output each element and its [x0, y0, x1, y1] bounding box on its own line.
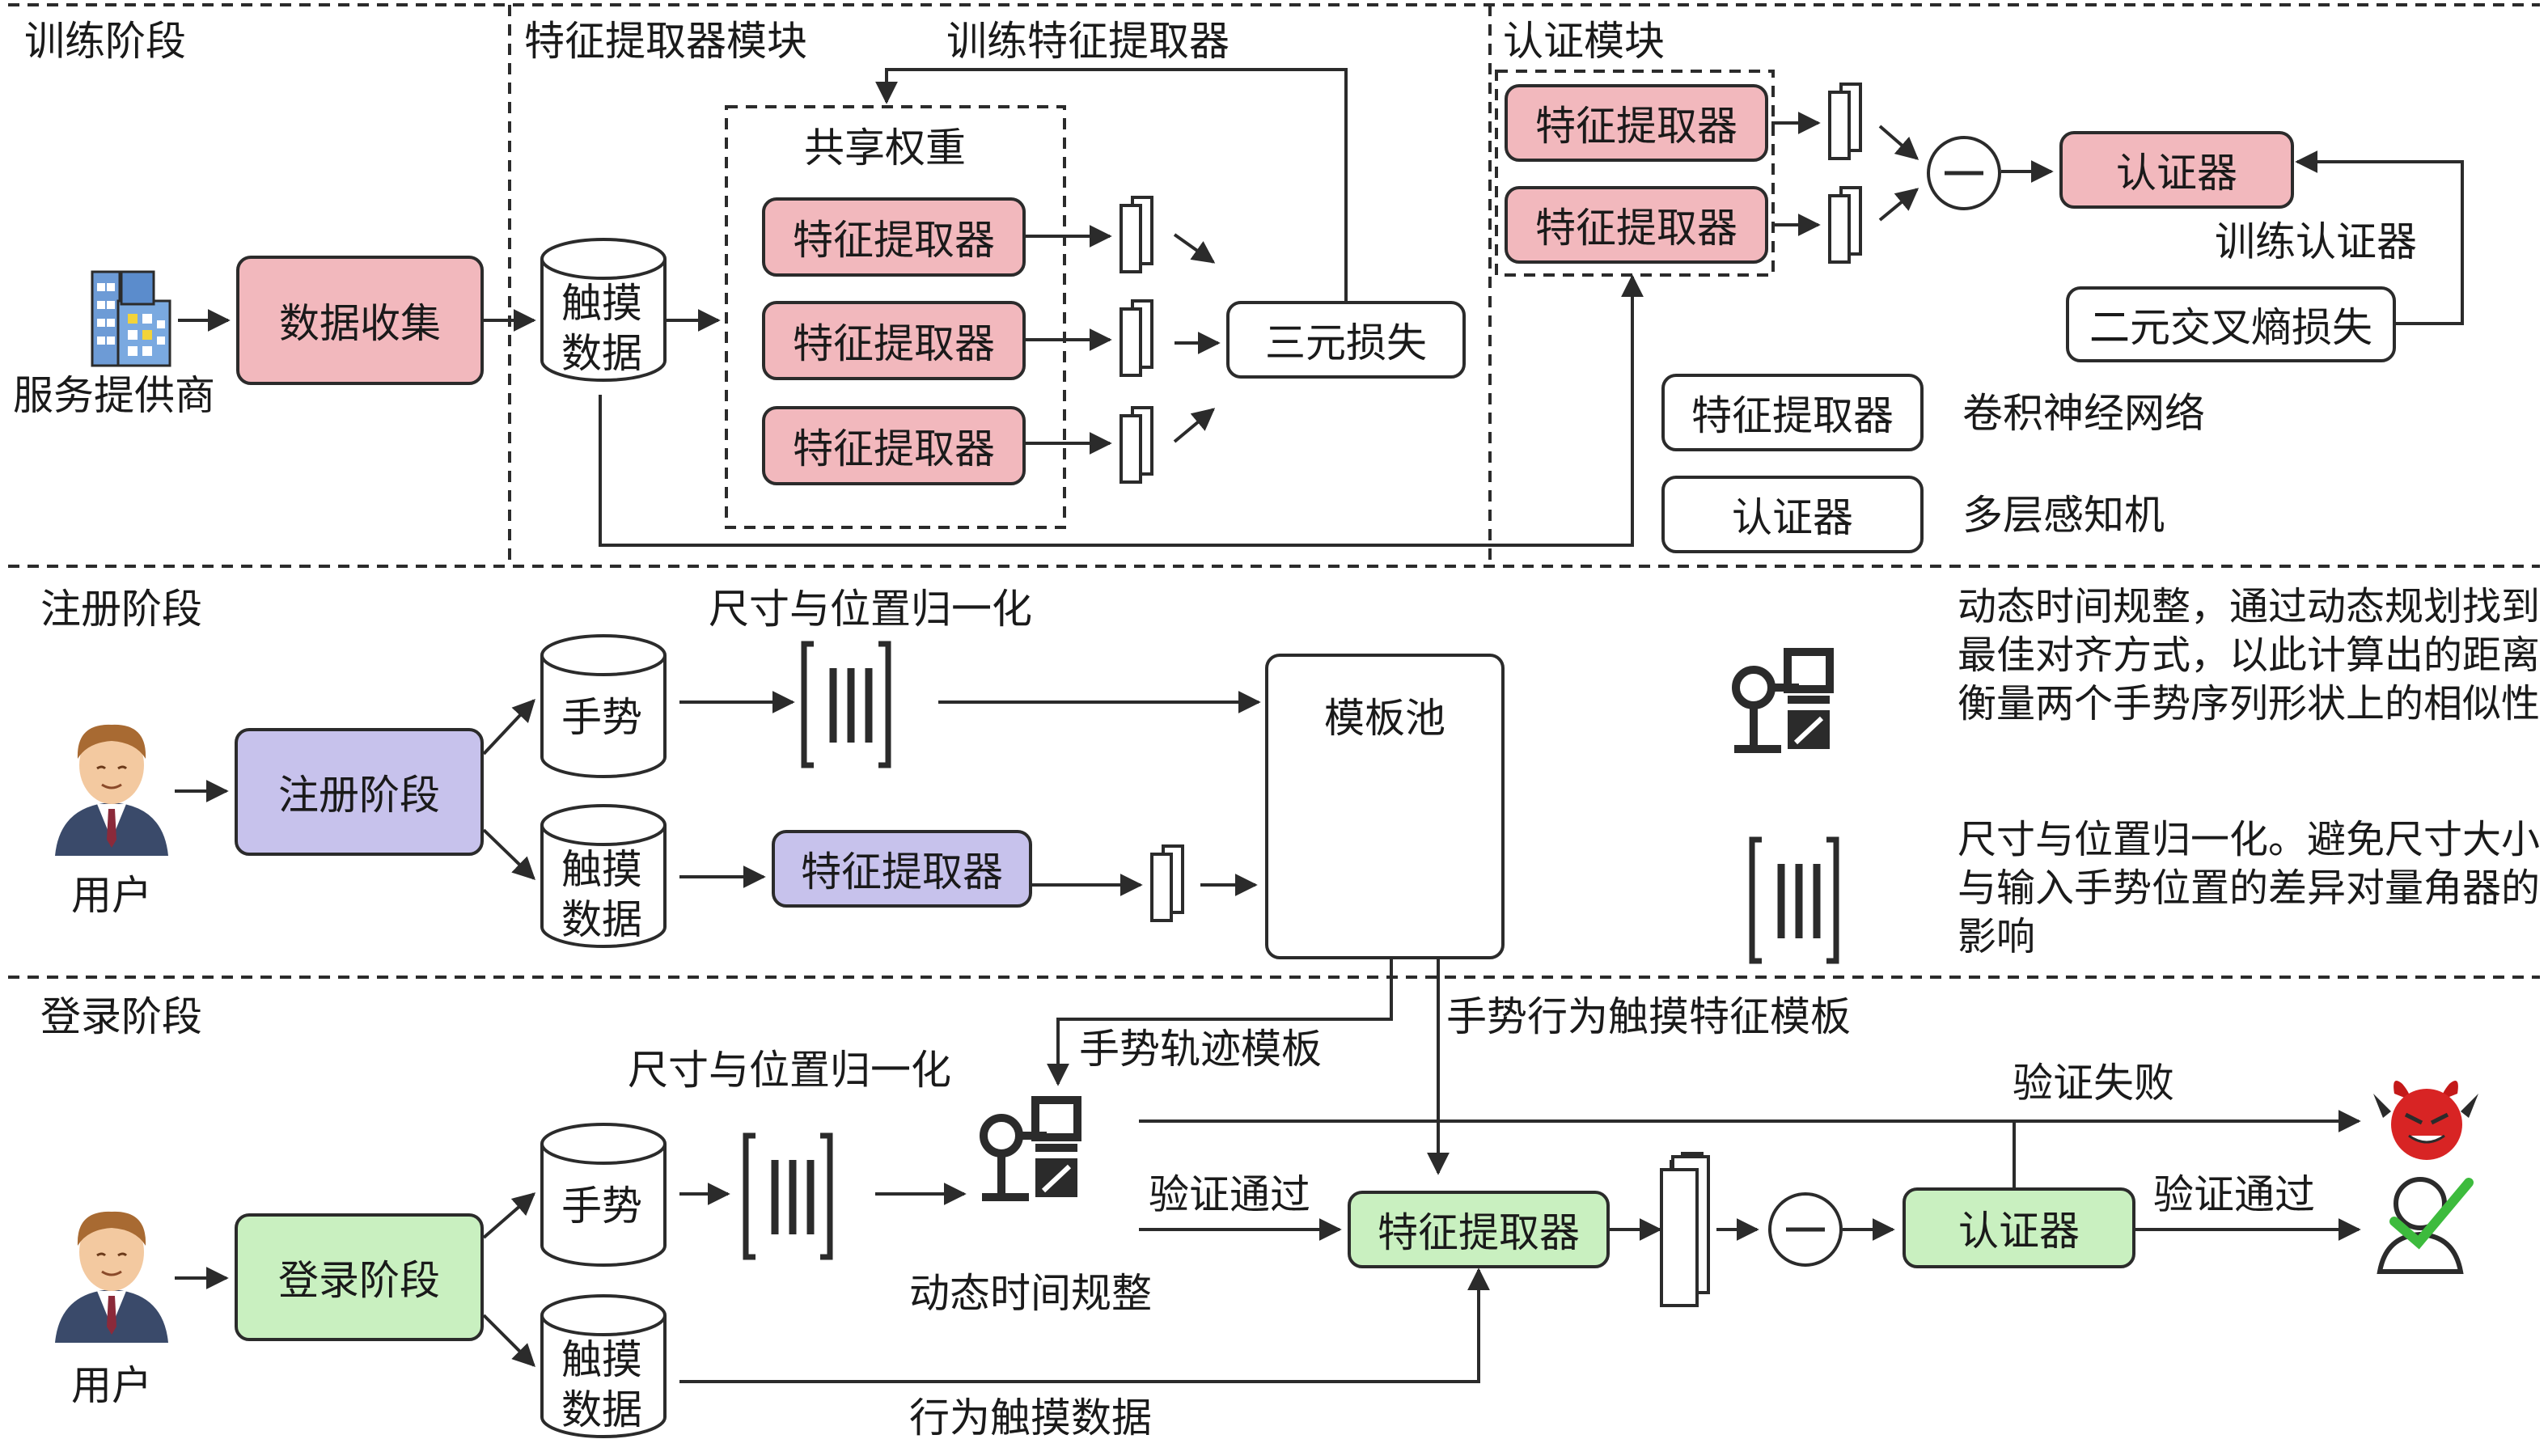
enroll-gesture-db: 手势 — [540, 634, 667, 778]
shared-weights-label: 共享权重 — [804, 125, 966, 171]
verify-pass-label-2: 验证通过 — [2153, 1171, 2315, 1218]
template-pool-label: 模板池 — [1324, 695, 1445, 742]
behavior-touch-data-label: 行为触摸数据 — [909, 1395, 1152, 1441]
enroll-feature-extractor-box: 特征提取器 — [772, 830, 1032, 908]
login-gesture-label: 手势 — [561, 1183, 642, 1230]
template-pool-box: 模板池 — [1265, 654, 1505, 959]
subtract-icon — [1927, 136, 2001, 210]
login-gesture-db: 手势 — [540, 1123, 667, 1267]
enroll-stage-box: 注册阶段 — [235, 728, 484, 856]
login-feature-extractor-box: 特征提取器 — [1348, 1191, 1610, 1268]
verified-user-icon — [2377, 1177, 2474, 1274]
auth-feature-extractor-box-1: 特征提取器 — [1505, 84, 1768, 162]
feature-extractor-box-3: 特征提取器 — [762, 406, 1026, 485]
enroll-gesture-label: 手势 — [561, 694, 642, 741]
verify-pass-label-1: 验证通过 — [1149, 1171, 1310, 1218]
verify-fail-label: 验证失败 — [2013, 1060, 2174, 1107]
login-section-label: 登录阶段 — [40, 993, 202, 1040]
user-avatar-icon — [52, 718, 171, 856]
login-authenticator-box: 认证器 — [1903, 1187, 2135, 1268]
building-icon — [91, 270, 171, 367]
legend-authenticator: 认证器 — [1661, 476, 1924, 553]
legend-dtw-desc: 动态时间规整，通过动态规划找到最佳对齐方式，以此计算出的距离衡量两个手势序列形状… — [1958, 584, 2541, 726]
data-collection-box: 数据收集 — [236, 256, 484, 385]
user-avatar-icon — [52, 1205, 171, 1343]
touch-template-label: 手势行为触摸特征模板 — [1446, 993, 1851, 1040]
triplet-loss-box: 三元损失 — [1226, 301, 1466, 379]
touch-data-db: 触摸 数据 — [540, 238, 667, 396]
provider-label: 服务提供商 — [13, 372, 215, 419]
login-touch-label: 触摸 数据 — [561, 1336, 642, 1433]
feature-module-label: 特征提取器模块 — [524, 18, 807, 65]
enroll-touch-db: 触摸 数据 — [540, 804, 667, 963]
train-auth-label: 训练认证器 — [2215, 218, 2417, 265]
feature-extractor-box-2: 特征提取器 — [762, 301, 1026, 380]
dtw-label: 动态时间规整 — [909, 1270, 1152, 1317]
enroll-touch-label: 触摸 数据 — [561, 846, 642, 943]
legend-norm-desc: 尺寸与位置归一化。避免尺寸大小与输入手势位置的差异对量角器的影响 — [1958, 817, 2541, 959]
dtw-icon — [1734, 652, 1830, 749]
bce-loss-box: 二元交叉熵损失 — [2066, 286, 2396, 362]
enroll-user-label: 用户 — [71, 872, 152, 919]
legend-feature-extractor: 特征提取器 — [1661, 374, 1924, 451]
feature-extractor-box-1: 特征提取器 — [762, 197, 1026, 277]
normalize-icon — [1752, 840, 1836, 961]
enroll-norm-label: 尺寸与位置归一化 — [709, 586, 1032, 633]
login-norm-label: 尺寸与位置归一化 — [628, 1047, 951, 1094]
auth-module-label: 认证模块 — [1503, 18, 1665, 65]
authenticator-box: 认证器 — [2059, 131, 2294, 209]
login-touch-db: 触摸 数据 — [540, 1294, 667, 1453]
training-section-label: 训练阶段 — [24, 18, 186, 65]
touch-data-label: 触摸 数据 — [561, 280, 642, 377]
auth-feature-extractor-box-2: 特征提取器 — [1505, 186, 1768, 264]
devil-icon — [2373, 1081, 2478, 1160]
subtract-icon — [1768, 1192, 1843, 1267]
traj-template-label: 手势轨迹模板 — [1079, 1026, 1322, 1073]
legend-auth-desc: 多层感知机 — [1962, 492, 2165, 539]
legend-fe-desc: 卷积神经网络 — [1962, 390, 2205, 437]
train-feature-label: 训练特征提取器 — [946, 18, 1230, 65]
enroll-section-label: 注册阶段 — [40, 586, 202, 633]
login-user-label: 用户 — [71, 1362, 152, 1409]
login-stage-box: 登录阶段 — [235, 1213, 484, 1341]
